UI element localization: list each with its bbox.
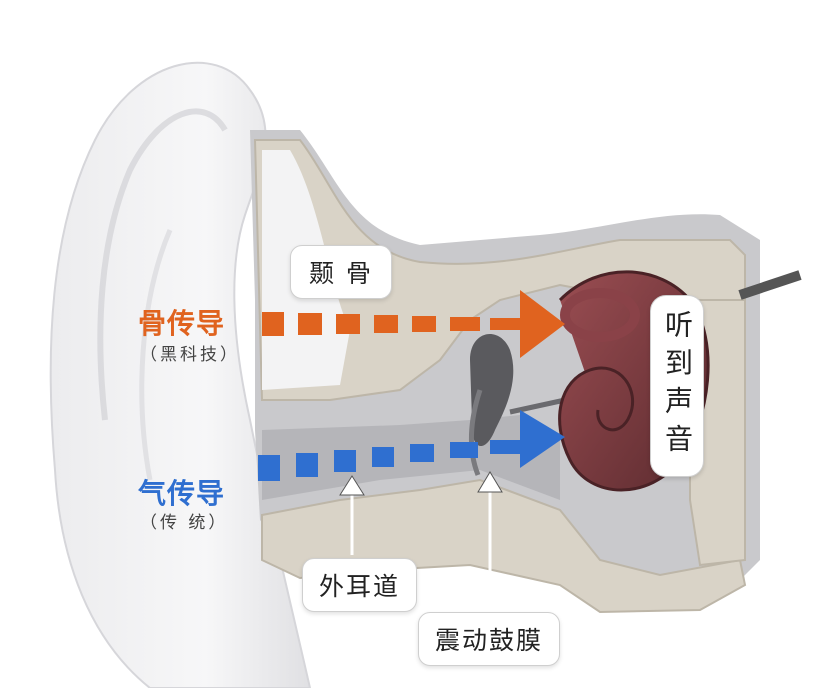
air-conduction-note: （传 统） — [140, 513, 229, 533]
stapes — [509, 397, 566, 415]
eardrum-pointer — [477, 471, 503, 610]
bone-conduction-note: （黑科技） — [140, 345, 240, 365]
air-conduction-arrow — [258, 410, 565, 481]
ossicles — [470, 333, 514, 447]
eardrum-label: 震动鼓膜 — [418, 612, 561, 666]
ear-fold — [97, 108, 228, 421]
bone-conduction-arrow — [262, 290, 565, 358]
eardrum-membrane — [469, 389, 483, 476]
hear-sound-label: 听到声音 — [650, 295, 704, 477]
bone-conduction-label: 骨传导 — [138, 307, 226, 340]
air-conduction-label: 气传导 — [138, 477, 226, 510]
ear-canal-label: 外耳道 — [302, 558, 418, 612]
temporal-bone-label: 颞 骨 — [290, 245, 392, 299]
auditory-nerve — [738, 270, 802, 300]
cochlea-loop — [560, 288, 640, 342]
ear-canal-pointer — [339, 475, 365, 555]
ear-fold-inner — [139, 229, 173, 481]
